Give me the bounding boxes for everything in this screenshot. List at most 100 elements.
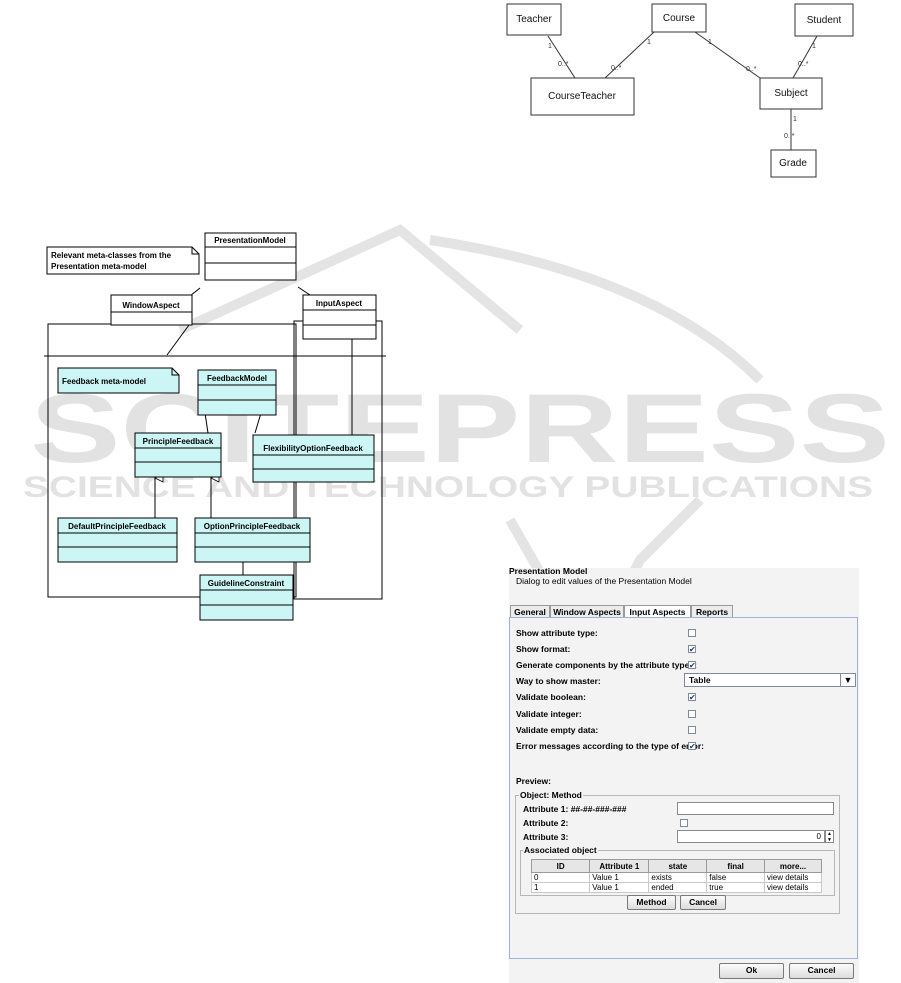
entity-subject-label: Subject <box>774 88 808 99</box>
entity-courseteacher-label: CourseTeacher <box>548 91 616 102</box>
cancel-preview-button[interactable]: Cancel <box>680 895 726 910</box>
method-button[interactable]: Method <box>627 895 676 910</box>
agg-fm-principle <box>200 404 209 434</box>
checkbox-validate-empty-data[interactable] <box>688 726 696 734</box>
entity-grade-label: Grade <box>779 158 807 169</box>
attribute3-spinner[interactable]: 0 <box>677 830 825 843</box>
entity-student-label: Student <box>807 15 842 26</box>
object-group <box>515 795 840 914</box>
option-label-show-format: Show format: <box>516 644 571 654</box>
tab-input-aspects[interactable]: Input Aspects <box>624 605 691 617</box>
select-way-to-show-master-value: Table <box>689 675 711 685</box>
col-id[interactable]: ID <box>530 859 591 873</box>
tab-general[interactable]: General <box>510 605 550 617</box>
option-label-generate-components: Generate components by the attribute typ… <box>516 660 697 670</box>
edge-course-courseteacher <box>604 31 655 79</box>
note-presentation-line1: Relevant meta-classes from the <box>51 251 172 260</box>
class-input-aspect-name: InputAspect <box>316 299 363 308</box>
object-group-label: Object: Method <box>519 790 583 800</box>
class-principle-feedback-name: PrincipleFeedback <box>143 437 214 446</box>
class-input-aspect: InputAspect <box>302 294 377 340</box>
cell-final: false <box>706 872 765 883</box>
cell-id: 0 <box>530 872 591 883</box>
class-default-principle-feedback-name: DefaultPrincipleFeedback <box>68 522 166 531</box>
mult-course-ct-many: 0..* <box>611 65 622 72</box>
attribute3-value: 0 <box>816 832 821 841</box>
tab-window-aspects[interactable]: Window Aspects <box>550 605 624 617</box>
mult-student-many: 0..* <box>798 61 809 68</box>
ok-button[interactable]: Ok <box>719 963 784 979</box>
table-row[interactable]: 0 Value 1 exists false view details <box>530 872 822 883</box>
class-option-principle-feedback-name: OptionPrincipleFeedback <box>204 522 301 531</box>
cell-state: exists <box>648 872 708 883</box>
cell-attribute1: Value 1 <box>589 872 650 883</box>
attribute2-label: Attribute 2: <box>523 818 569 828</box>
cancel-button[interactable]: Cancel <box>789 963 854 979</box>
note-feedback: Feedback meta-model <box>57 367 180 394</box>
entity-teacher <box>506 3 562 36</box>
preview-label: Preview: <box>516 776 551 786</box>
dialog-title: Presentation Model <box>509 566 588 576</box>
checkbox-attribute2[interactable] <box>680 819 688 827</box>
option-label-validate-empty-data: Validate empty data: <box>516 725 599 735</box>
option-label-validate-boolean: Validate boolean: <box>516 692 586 702</box>
mult-student-one: 1 <box>812 43 816 50</box>
class-guideline-constraint-name: GuidelineConstraint <box>208 579 285 588</box>
entity-subject <box>759 77 823 110</box>
checkbox-generate-components[interactable]: ✔ <box>688 661 696 670</box>
option-label-error-messages: Error messages according to the type of … <box>516 741 704 751</box>
attribute1-input[interactable] <box>677 802 834 815</box>
class-default-principle-feedback: DefaultPrincipleFeedback <box>57 517 178 563</box>
tab-reports[interactable]: Reports <box>691 605 733 617</box>
col-final[interactable]: final <box>706 859 765 873</box>
chevron-down-icon[interactable]: ▼ <box>840 674 855 686</box>
entity-teacher-label: Teacher <box>516 14 552 25</box>
class-window-aspect-name: WindowAspect <box>122 301 180 310</box>
class-flexibility-option-feedback-name: FlexibilityOptionFeedback <box>263 444 363 453</box>
note-feedback-text: Feedback meta-model <box>62 377 146 386</box>
cell-state: ended <box>648 882 708 893</box>
cell-view-details[interactable]: view details <box>764 882 822 893</box>
class-flexibility-option-feedback: FlexibilityOptionFeedback <box>252 434 375 483</box>
option-label-way-to-show-master: Way to show master: <box>516 676 601 686</box>
table-row[interactable]: 1 Value 1 ended true view details <box>530 882 822 893</box>
checkbox-show-attribute-type[interactable] <box>688 629 696 637</box>
attribute3-label: Attribute 3: <box>523 832 569 842</box>
col-attribute1[interactable]: Attribute 1 <box>589 859 650 873</box>
option-label-show-attribute-type: Show attribute type: <box>516 628 598 638</box>
cell-view-details[interactable]: view details <box>764 872 822 883</box>
entity-student <box>794 3 854 37</box>
mult-subject-grade-one: 1 <box>793 116 797 123</box>
class-feedback-model: FeedbackModel <box>197 369 277 416</box>
entity-courseteacher <box>530 77 635 116</box>
entity-course-label: Course <box>663 13 696 24</box>
cell-attribute1: Value 1 <box>589 882 650 893</box>
edge-course-subject <box>694 31 761 79</box>
erd-diagram: Teacher Course Student CourseTeacher Sub… <box>506 3 854 178</box>
agg-fm-flex <box>254 404 266 434</box>
spinner-arrows-icon[interactable]: ▲▼ <box>825 830 834 843</box>
associated-object-group <box>520 850 835 896</box>
associated-object-table: ID Attribute 1 state final more... 0 Val… <box>530 859 822 893</box>
checkbox-error-messages[interactable]: ✔ <box>688 742 696 751</box>
associated-object-label: Associated object <box>523 845 598 855</box>
class-presentation-model-name: PresentationModel <box>214 236 286 245</box>
mult-subject-grade-many: 0..* <box>784 133 795 140</box>
class-presentation-model: PresentationModel <box>204 232 297 281</box>
entity-grade <box>770 149 817 178</box>
class-window-aspect: WindowAspect <box>110 294 193 326</box>
mult-course-subj-many: 0..* <box>746 66 757 73</box>
class-guideline-constraint: GuidelineConstraint <box>199 574 294 621</box>
class-option-principle-feedback: OptionPrincipleFeedback <box>194 517 311 563</box>
cell-id: 1 <box>530 882 591 893</box>
mult-teacher-many: 0..* <box>558 61 569 68</box>
checkbox-validate-boolean[interactable]: ✔ <box>688 693 696 702</box>
entity-course <box>651 3 707 33</box>
col-state[interactable]: state <box>648 859 708 873</box>
checkbox-show-format[interactable]: ✔ <box>688 645 696 654</box>
edge-teacher-courseteacher <box>547 35 576 79</box>
checkbox-validate-integer[interactable] <box>688 710 696 718</box>
option-label-validate-integer: Validate integer: <box>516 709 582 719</box>
col-more[interactable]: more... <box>764 859 822 873</box>
select-way-to-show-master[interactable]: Table ▼ <box>684 673 856 687</box>
